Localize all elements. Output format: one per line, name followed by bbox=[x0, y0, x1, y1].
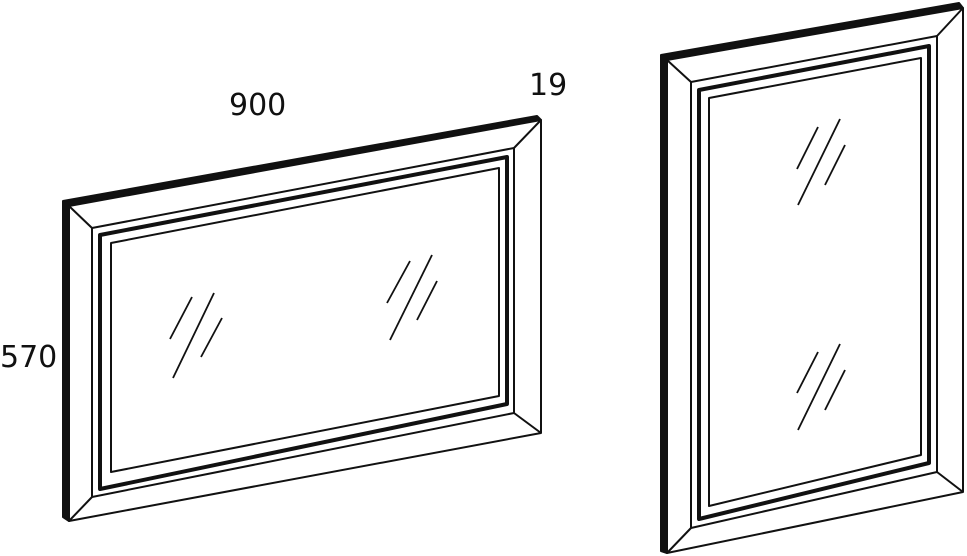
horizontal-mirror-miter bbox=[513, 412, 542, 434]
horizontal-mirror bbox=[62, 115, 542, 522]
horizontal-mirror-miter bbox=[68, 205, 93, 229]
vertical-mirror bbox=[660, 2, 964, 554]
horizontal-mirror-miter bbox=[68, 496, 93, 522]
vertical-mirror-glass bbox=[708, 57, 922, 507]
width-label: 900 bbox=[229, 88, 286, 123]
vertical-mirror-miter bbox=[666, 59, 692, 83]
reflection-mark-left bbox=[169, 292, 223, 379]
reflection-mark-lower bbox=[796, 343, 846, 431]
reflection-mark-upper bbox=[796, 118, 846, 206]
depth-label: 19 bbox=[529, 68, 567, 103]
vertical-mirror-miter bbox=[936, 471, 964, 493]
vertical-mirror-miter bbox=[936, 7, 964, 37]
horizontal-mirror-miter bbox=[513, 119, 542, 149]
horizontal-mirror-glass bbox=[110, 167, 500, 473]
vertical-mirror-miter bbox=[666, 527, 692, 554]
reflection-mark-right bbox=[386, 254, 438, 341]
height-label: 570 bbox=[0, 340, 57, 375]
